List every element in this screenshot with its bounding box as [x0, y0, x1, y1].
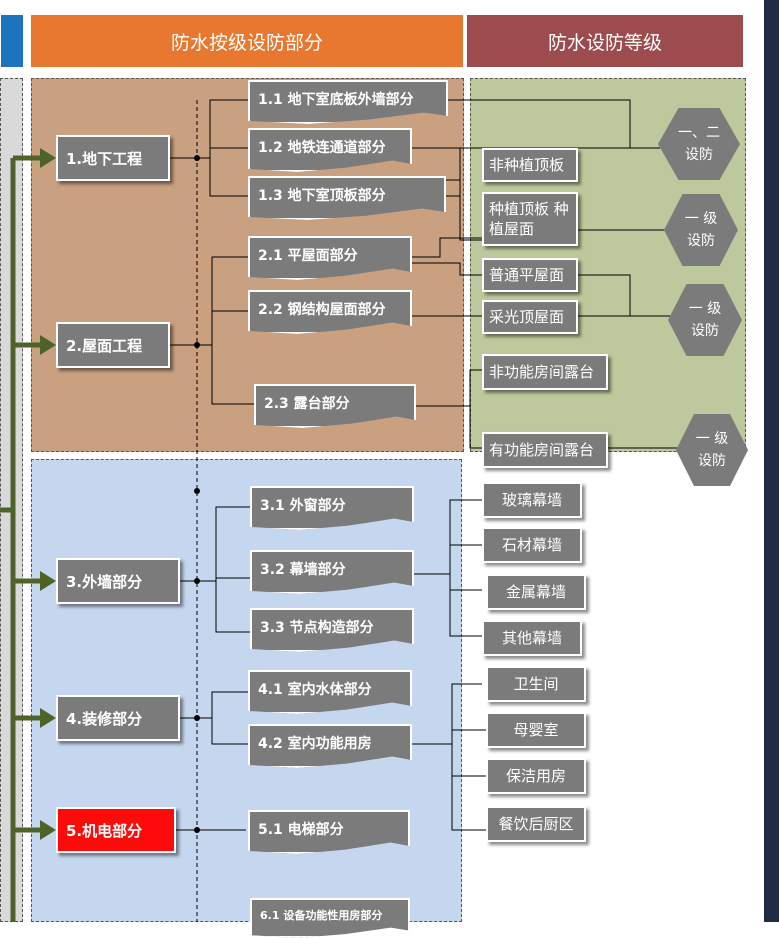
- item-terrace-functional[interactable]: 有功能房间露台: [482, 432, 608, 468]
- part-6-1[interactable]: 6.1 设备功能性用房部分: [250, 898, 410, 938]
- left-header-fragment: [0, 14, 24, 68]
- item-flat-roof[interactable]: 普通平屋面: [482, 258, 578, 292]
- item-cleaning-room[interactable]: 保洁用房: [486, 758, 586, 794]
- category-roof[interactable]: 2.屋面工程: [56, 322, 170, 368]
- item-kitchen-area[interactable]: 餐饮后厨区: [486, 806, 586, 842]
- item-glass-curtain-wall[interactable]: 玻璃幕墙: [482, 482, 582, 518]
- item-other-curtain-wall[interactable]: 其他幕墙: [482, 620, 582, 656]
- category-decoration[interactable]: 4.装修部分: [56, 695, 180, 741]
- item-nursing-room[interactable]: 母婴室: [486, 712, 586, 748]
- item-terrace-nonfunctional[interactable]: 非功能房间露台: [482, 354, 608, 390]
- item-restroom[interactable]: 卫生间: [486, 666, 586, 702]
- part-2-1[interactable]: 2.1 平屋面部分: [248, 236, 412, 280]
- category-exterior-wall[interactable]: 3.外墙部分: [56, 558, 180, 604]
- item-metal-curtain-wall[interactable]: 金属幕墙: [486, 574, 586, 610]
- right-edge-bar: [764, 0, 779, 922]
- grade-hexagon-4: 一 级 设防: [676, 414, 748, 486]
- item-planted-roof[interactable]: 种植顶板 种植屋面: [482, 192, 578, 246]
- item-stone-curtain-wall[interactable]: 石材幕墙: [482, 527, 582, 563]
- category-mep[interactable]: 5.机电部分: [56, 807, 176, 853]
- part-3-1[interactable]: 3.1 外窗部分: [250, 486, 414, 530]
- item-skylight-roof[interactable]: 采光顶屋面: [482, 300, 578, 334]
- category-underground[interactable]: 1.地下工程: [56, 135, 170, 181]
- grade-hexagon-1: 一、二 设防: [658, 108, 740, 180]
- grade-header: 防水设防等级: [466, 14, 744, 68]
- scope-header: 防水按级设防部分: [30, 14, 464, 68]
- item-non-planted-roof[interactable]: 非种植顶板: [482, 148, 578, 182]
